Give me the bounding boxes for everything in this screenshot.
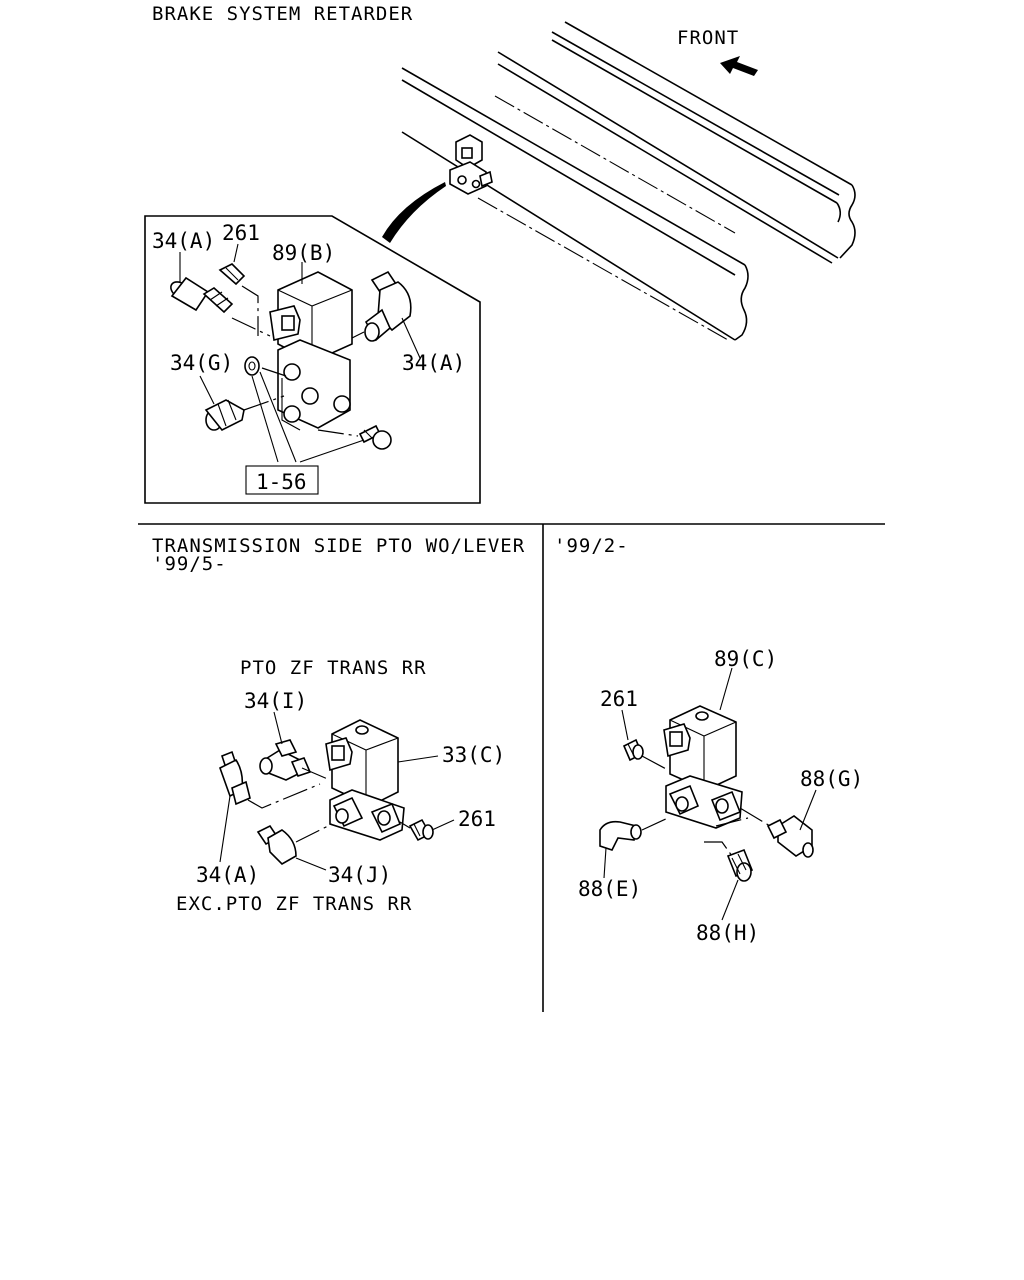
label-exc-pto-zf-trans-rr: EXC.PTO ZF TRANS RR [176,893,412,915]
mounting-bolt [317,424,392,450]
frame-rail-inner [401,67,749,341]
fitting-34a-left [170,276,271,337]
fitting-88h [704,817,754,882]
fitting-34j [256,823,333,865]
frame-rail-outer [497,21,856,264]
label-261-retarder: 261 [222,221,260,245]
ref-1-56-leaders [245,371,365,495]
plug-261-pto [399,818,434,842]
title-transmission-date: '99/5- [152,553,227,575]
label-34a-right: 34(A) [402,351,465,375]
title-transmission-side: TRANSMISSION SIDE PTO WO/LEVER [152,535,525,557]
title-brake-system-retarder: BRAKE SYSTEM RETARDER [152,3,413,25]
front-arrow-icon [720,56,758,76]
fitting-34g [204,395,285,432]
fitting-88g [739,807,814,858]
valve-89b [269,271,353,431]
fitting-34i [259,739,331,781]
label-261-late: 261 [600,687,638,711]
detail-pointer [382,182,446,243]
fitting-88e [599,817,669,851]
valve-89c [663,705,743,829]
label-34a-pto: 34(A) [196,863,259,887]
label-261-pto: 261 [458,807,496,831]
label-pto-zf-trans-rr: PTO ZF TRANS RR [240,657,427,679]
label-88e: 88(E) [578,877,641,901]
retarder-leader-lines [179,243,421,405]
washer [244,356,287,377]
label-34a-left: 34(A) [152,229,215,253]
label-88h: 88(H) [696,921,759,945]
fitting-34a-lower [219,750,321,809]
label-34j: 34(J) [328,863,391,887]
plug-261 [218,263,259,336]
title-99-2: '99/2- [554,535,629,557]
label-34g: 34(G) [170,351,233,375]
plug-261-late [622,738,669,771]
fitting-34a-right [351,270,412,342]
label-1-56: 1-56 [256,470,307,494]
label-89b: 89(B) [272,241,335,265]
retarder-valve-on-frame [449,134,493,195]
label-33c: 33(C) [442,743,505,767]
valve-33c [325,719,405,841]
label-88g: 88(G) [800,767,863,791]
label-34i: 34(I) [244,689,307,713]
label-89c: 89(C) [714,647,777,671]
retarder-detail-box [144,215,481,504]
front-label: FRONT [677,27,739,49]
late-leader-lines [603,667,817,921]
pto-leader-lines [219,711,455,871]
